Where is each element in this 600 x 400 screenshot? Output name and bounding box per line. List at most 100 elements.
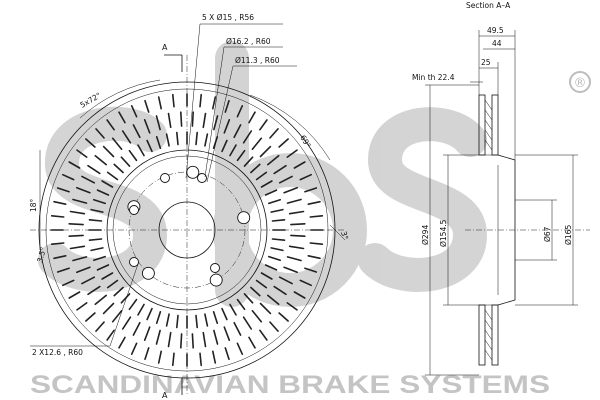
- vent-slot: [111, 137, 123, 150]
- dim-294: Ø294: [421, 225, 430, 245]
- vent-slot: [271, 219, 286, 222]
- vent-slot: [113, 163, 124, 174]
- vent-slot: [229, 144, 237, 157]
- pilot-hole: [197, 173, 207, 183]
- angle-18-label: 18°: [29, 198, 38, 212]
- vent-slot: [155, 115, 161, 131]
- vent-slot: [130, 105, 138, 118]
- vent-slot: [236, 342, 244, 356]
- lower-ring-right-face: [491, 304, 499, 366]
- pilot1-callout-leader: [204, 46, 225, 178]
- vent-slot: [172, 352, 175, 367]
- angle-69-label: 69°: [298, 134, 313, 150]
- vent-slot: [221, 307, 228, 321]
- vent-slot: [199, 352, 202, 367]
- vent-slot: [143, 119, 151, 134]
- vent-slot: [243, 293, 254, 304]
- vent-slot: [248, 336, 256, 349]
- vent-slot: [212, 96, 217, 110]
- vent-slot: [172, 93, 175, 108]
- upper-vanes: [484, 99, 493, 151]
- vent-slot: [61, 173, 75, 181]
- bolt-holes-callout: 5 X Ø15 , R56: [202, 13, 254, 22]
- vent-slot: [165, 133, 170, 147]
- vent-slot: [250, 286, 261, 297]
- vent-slot: [121, 130, 132, 144]
- vent-slot: [242, 130, 253, 144]
- vent-slot: [271, 238, 286, 241]
- vent-slot: [251, 137, 263, 150]
- bolt-holes: [127, 165, 251, 287]
- vent-slot: [81, 276, 96, 285]
- small-holes-callout: 2 X12.6 , R60: [32, 348, 83, 357]
- vent-slot: [191, 333, 194, 349]
- vent-slot: [267, 255, 282, 262]
- vent-slot: [195, 314, 198, 329]
- vent-slot: [307, 255, 321, 260]
- vent-slot: [250, 163, 261, 174]
- vent-slot: [68, 234, 84, 237]
- vent-slot: [144, 99, 150, 113]
- vent-slot: [299, 279, 313, 287]
- vent-slot: [68, 223, 84, 226]
- vent-slot: [199, 93, 202, 108]
- lower-ring-left-face: [478, 304, 486, 366]
- pitch-angle-label: 5x72°: [79, 91, 103, 110]
- vent-slot: [233, 124, 242, 139]
- vent-slot: [76, 149, 88, 158]
- vent-slot: [146, 307, 153, 321]
- vent-slot: [137, 144, 145, 157]
- registered-symbol: ®: [574, 76, 587, 91]
- vent-slot: [204, 133, 209, 147]
- vent-slot: [278, 276, 293, 285]
- vent-slot: [137, 303, 145, 316]
- vent-slot: [286, 149, 298, 158]
- section-marker-top-label: A: [162, 43, 168, 52]
- bolt-hole: [209, 273, 223, 287]
- vent-slot: [273, 285, 287, 296]
- vent-slot: [93, 198, 106, 205]
- vent-slot: [118, 336, 126, 349]
- vent-slot: [213, 115, 219, 131]
- vent-slot: [128, 149, 138, 162]
- vent-slot: [266, 154, 280, 166]
- vent-slot: [288, 245, 305, 250]
- vent-slot: [56, 187, 70, 193]
- small-hole: [210, 263, 220, 273]
- vent-slot: [259, 329, 268, 341]
- lower-vanes: [484, 309, 493, 361]
- vent-slot: [236, 105, 244, 118]
- vent-slot: [61, 279, 75, 287]
- vent-slot: [204, 313, 209, 327]
- vent-slot: [293, 161, 306, 169]
- vent-slot: [224, 99, 230, 113]
- vent-slot: [155, 136, 162, 149]
- vent-slot: [176, 314, 179, 329]
- min-thickness-label: Min th 22.4: [412, 73, 455, 82]
- vent-slot: [118, 111, 126, 124]
- pilot-hole: [160, 173, 170, 183]
- vent-slot: [102, 145, 115, 158]
- vent-slot: [87, 164, 101, 175]
- vent-slot: [76, 302, 88, 311]
- vent-slot: [223, 326, 231, 342]
- vent-slot: [195, 131, 198, 146]
- angle-3-label: 3°: [339, 230, 350, 241]
- vent-slot: [88, 238, 103, 241]
- vent-slot: [221, 139, 228, 153]
- vent-slot: [304, 267, 318, 273]
- vent-slot: [243, 156, 254, 167]
- vent-slot: [259, 145, 272, 158]
- vent-slot: [212, 350, 217, 364]
- vent-slot: [87, 285, 101, 296]
- vent-slot: [167, 331, 172, 348]
- pilot-hole: [129, 205, 139, 215]
- vent-slot: [165, 313, 170, 327]
- vent-slot: [290, 234, 306, 237]
- upper-ring-right-face: [491, 94, 499, 156]
- vent-slot: [144, 347, 150, 361]
- vent-slot: [270, 208, 284, 213]
- vent-slot: [307, 200, 321, 205]
- pilot2-callout-leader: [206, 65, 234, 183]
